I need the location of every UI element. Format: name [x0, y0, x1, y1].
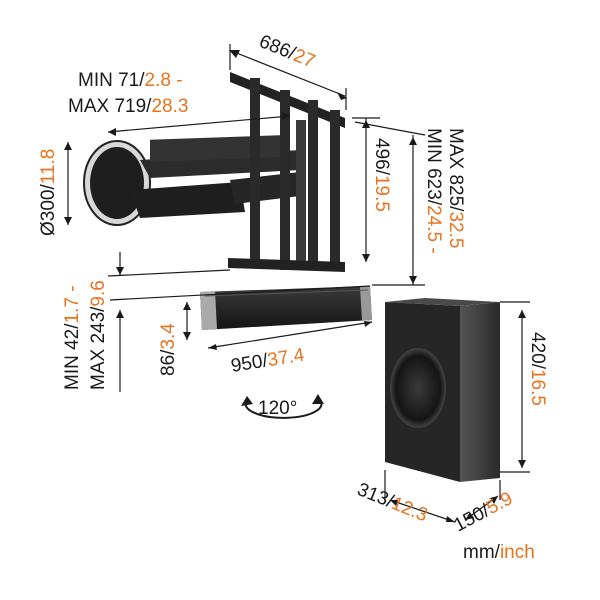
- swivel-arm: [130, 134, 300, 218]
- label-sub-height: 420/16.5: [527, 332, 548, 406]
- label-drop-max: MAX 243/9.6: [88, 280, 109, 390]
- label-drop-min: MIN 42/1.7 -: [62, 285, 83, 390]
- units-legend: mm/inch: [463, 542, 535, 563]
- wall-plate: [83, 140, 151, 226]
- label-rotation: 120°: [258, 398, 297, 419]
- label-bar-width: 950/37.4: [229, 345, 306, 377]
- soundbar: [200, 286, 372, 330]
- label-height-range-min: MIN 623/24.5 -: [423, 128, 444, 254]
- dimension-lines: [67, 44, 530, 523]
- arrowheads: [64, 50, 526, 522]
- subwoofer: [385, 298, 500, 482]
- label-bar-height: 86/3.4: [158, 323, 179, 376]
- rotation-icon: [241, 394, 324, 419]
- label-plate-diameter: Ø300/11.8: [38, 149, 59, 236]
- label-sub-width: 150/5.9: [450, 488, 516, 536]
- tv-bracket: [228, 72, 345, 272]
- label-width-top: 686/27: [256, 31, 318, 72]
- label-sub-depth: 313/12.3: [354, 479, 430, 526]
- label-depth-max: MAX 719/28.3: [68, 96, 188, 117]
- label-depth-min: MIN 71/2.8 -: [78, 70, 183, 91]
- label-height-range-max: MAX 825/32.5: [445, 128, 466, 248]
- label-height-496: 496/19.5: [371, 138, 392, 212]
